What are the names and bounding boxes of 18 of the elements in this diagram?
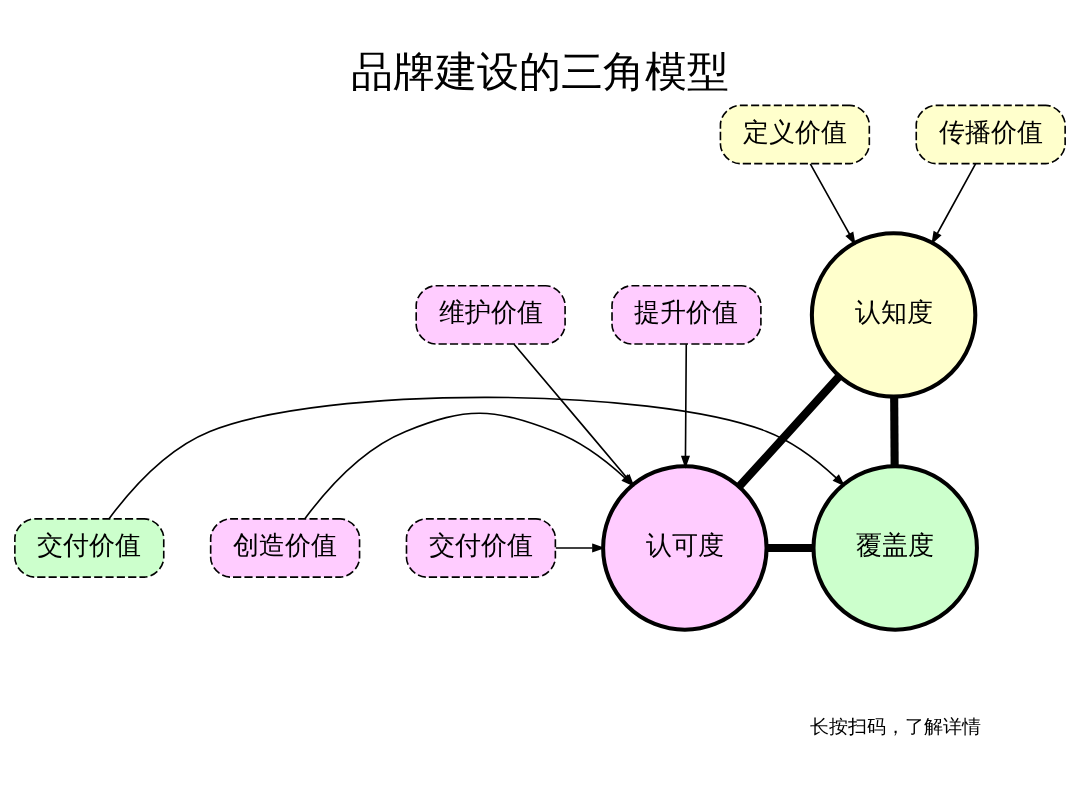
arrow (809, 163, 856, 246)
node-box: 创造价值 (209, 518, 361, 578)
arrow (108, 396, 846, 520)
node-box: 维护价值 (415, 285, 566, 345)
node-box: 交付价值 (14, 518, 165, 578)
connector (890, 396, 899, 466)
connector (766, 543, 814, 552)
node-box: 定义价值 (719, 104, 871, 165)
node-box: 传播价值 (915, 104, 1066, 165)
label: 长按扫码，了解详情 (809, 715, 981, 739)
node-circle: 认可度 (601, 464, 769, 632)
arrow (680, 343, 690, 469)
arrow (931, 163, 977, 245)
diagram-title: 品牌建设的三角模型 (351, 46, 729, 96)
node-box: 提升价值 (611, 285, 762, 345)
node-box: 交付价值 (405, 518, 557, 578)
node-circle: 覆盖度 (811, 464, 979, 632)
connector (736, 373, 843, 489)
